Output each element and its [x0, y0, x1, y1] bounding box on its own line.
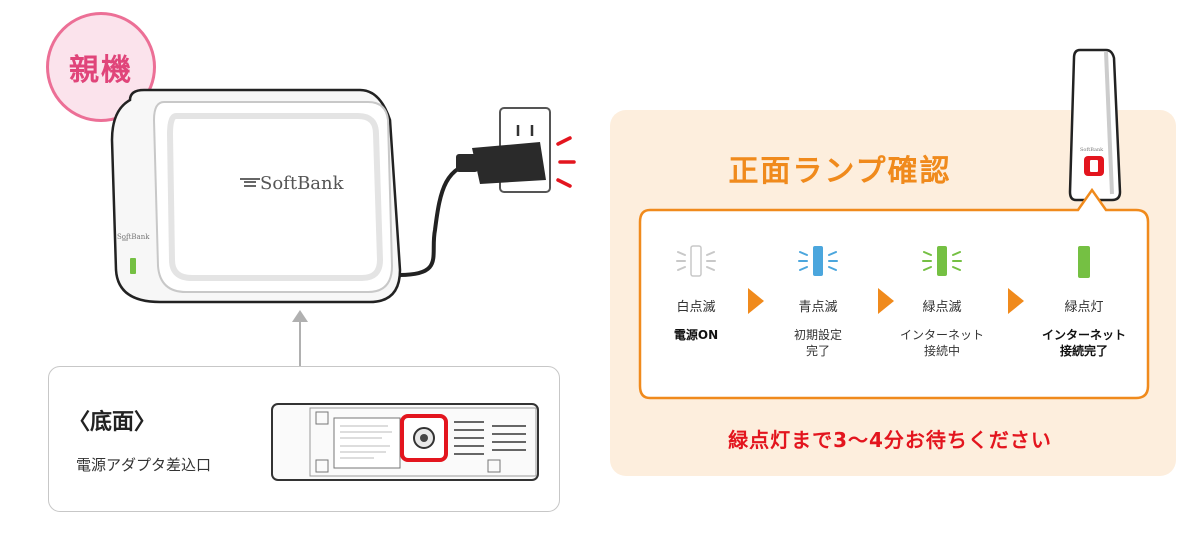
plug-in-emphasis-marks [556, 136, 576, 188]
lamp-step-green-solid: 緑点灯 インターネット 接続完了 [1014, 240, 1154, 359]
router-illustration [110, 88, 576, 304]
router-front-panel [152, 101, 394, 293]
power-cable [399, 160, 481, 277]
base-station-illustration [1068, 48, 1122, 202]
blue-lamp-blink-icon [798, 246, 838, 276]
lamp-step-status: 白点滅 [676, 300, 716, 315]
station-brand: SoftBank [1080, 147, 1104, 153]
lamp-step-description: 電源ON [673, 328, 719, 342]
parent-device-badge-label: 親機 [69, 53, 133, 88]
lamp-step-status: 緑点滅 [922, 300, 962, 315]
lamp-step-white-blink: 白点滅 電源ON [626, 240, 766, 343]
lamp-step-status: 青点滅 [798, 300, 838, 315]
step-arrow-icon [878, 288, 894, 314]
green-lamp-solid-icon [1078, 246, 1090, 278]
lamp-step-status: 緑点灯 [1064, 300, 1104, 315]
lamp-step-blue-blink: 青点滅 初期設定 完了 [748, 240, 888, 359]
router-status-lamp [130, 258, 136, 274]
step-arrow-icon [748, 288, 764, 314]
wait-time-note: 緑点灯まで3～4分お待ちください [728, 428, 1052, 452]
power-adapter [472, 142, 546, 184]
parent-device-badge: 親機 [46, 12, 156, 122]
green-lamp-blink-icon [922, 246, 962, 276]
lamp-steps-box [638, 187, 1150, 400]
underside-title: 〈底面〉 [68, 410, 157, 435]
arrow-up-icon [292, 310, 308, 366]
lamp-step-description: インターネット 接続完了 [1041, 328, 1126, 358]
lamp-step-description: インターネット 接続中 [899, 328, 984, 358]
router-side-brand: SoftBank [117, 233, 150, 241]
white-lamp-blink-icon [676, 245, 716, 277]
router-brand-logo: SoftBank [244, 173, 374, 194]
router-underside-illustration [271, 403, 539, 481]
power-adapter-port-label: 電源アダプタ差込口 [76, 456, 212, 474]
lamp-step-green-blink: 緑点滅 インターネット 接続中 [872, 240, 1012, 359]
step-arrow-icon [1008, 288, 1024, 314]
lamp-step-description: 初期設定 完了 [793, 328, 842, 358]
front-lamp-check-title: 正面ランプ確認 [728, 154, 952, 189]
